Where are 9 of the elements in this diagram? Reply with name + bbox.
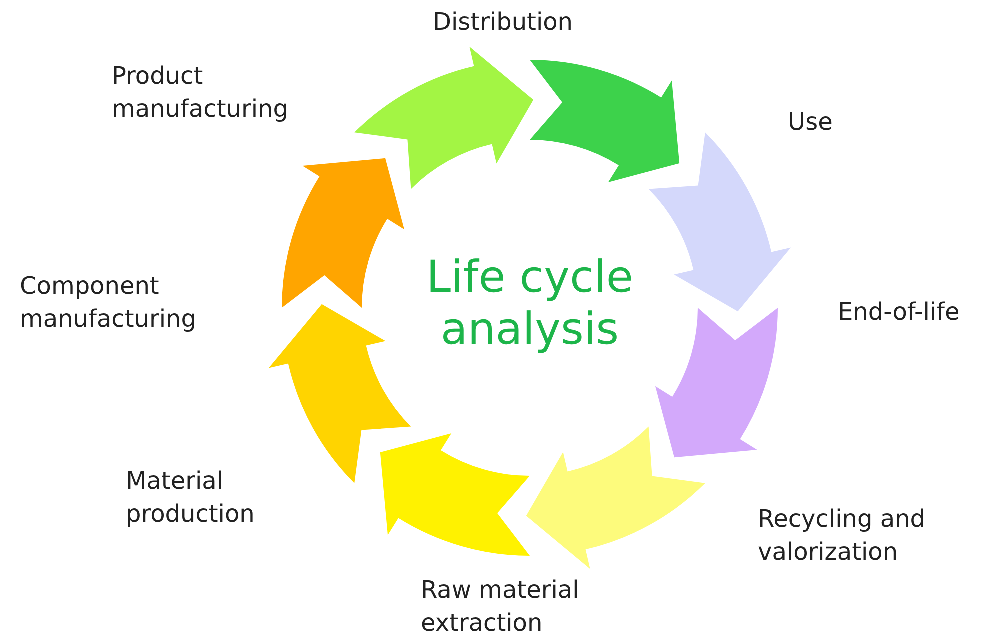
stage-label: Recycling and valorization [758, 503, 988, 569]
stage-label: Product manufacturing [112, 60, 352, 126]
stage-label: Raw material extraction [421, 574, 651, 640]
stage-label: Distribution [433, 6, 733, 39]
stage-label: End-of-life [838, 296, 997, 329]
stage-label: Component manufacturing [20, 270, 260, 336]
center-title: Life cycle analysis [425, 252, 634, 356]
stage-label: Use [788, 106, 908, 139]
stage-label: Material production [126, 465, 326, 531]
